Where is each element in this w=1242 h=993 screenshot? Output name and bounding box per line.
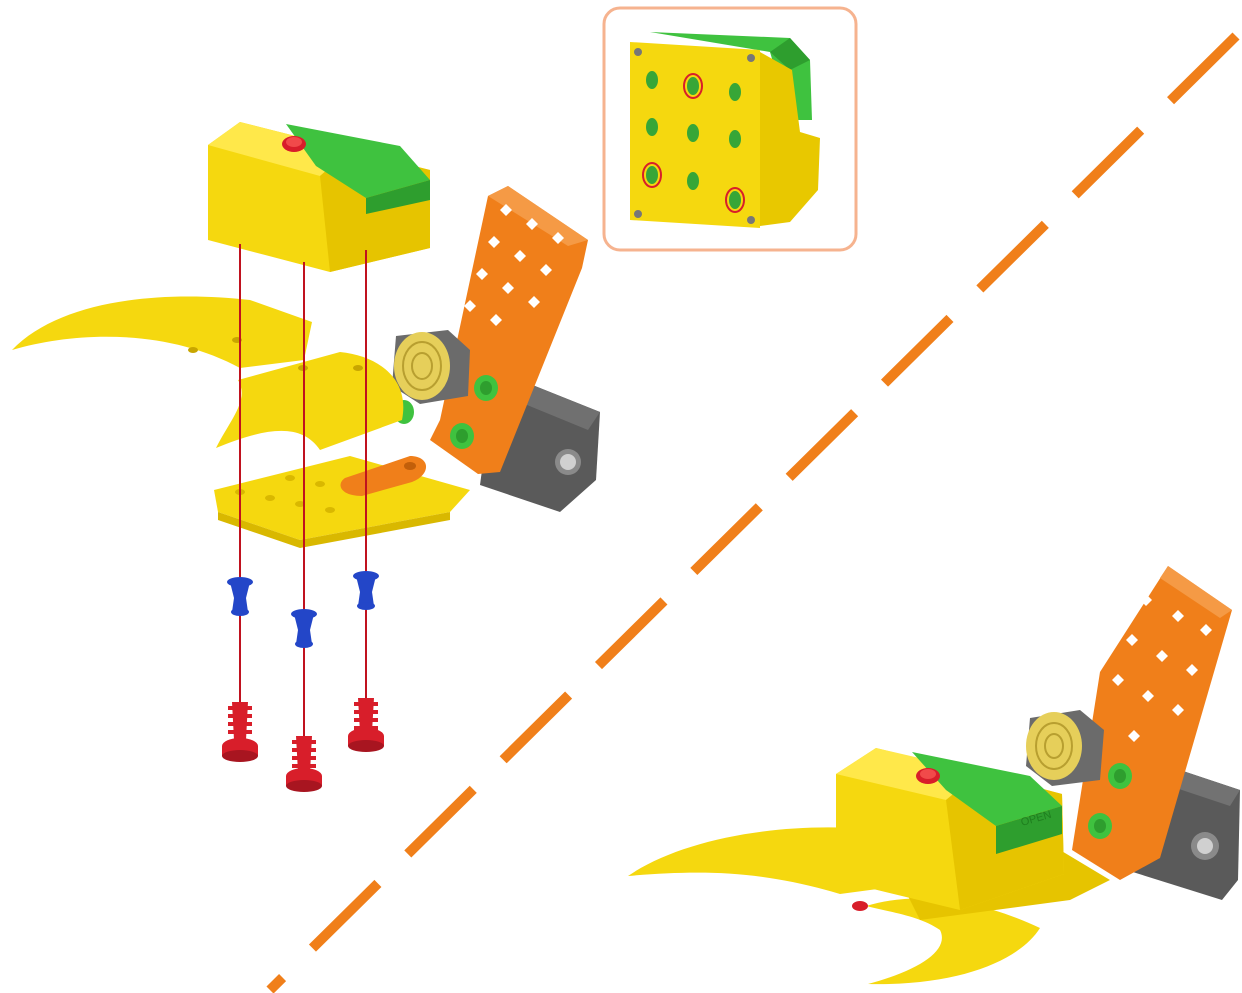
exploded-base-plate xyxy=(214,456,470,548)
exploded-upper-claw xyxy=(12,297,312,368)
blue-spacer xyxy=(291,609,317,648)
blue-spacer xyxy=(227,577,253,616)
blue-spacer xyxy=(353,571,379,610)
assembled-model: OPEN xyxy=(628,566,1240,984)
exploded-sensor xyxy=(392,330,470,404)
exploded-view xyxy=(12,122,600,792)
assembled-controller: OPEN xyxy=(836,748,1064,910)
exploded-controller-block xyxy=(208,122,430,272)
red-screw xyxy=(348,698,384,752)
red-screw xyxy=(222,702,258,762)
inset-controller-back-view xyxy=(604,8,856,250)
red-screw xyxy=(286,736,322,792)
